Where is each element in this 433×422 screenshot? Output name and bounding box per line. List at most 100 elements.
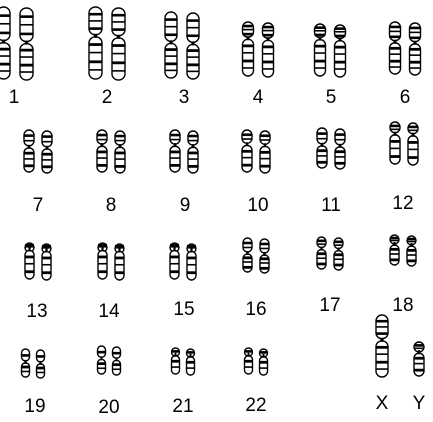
band-2-a bbox=[89, 60, 102, 63]
centromere-12-b bbox=[412, 133, 415, 137]
chromatid-p-arm-16-b bbox=[260, 239, 269, 253]
band-16-a bbox=[243, 256, 252, 259]
band-9-a bbox=[170, 164, 180, 167]
chromatid-q-arm-10-a bbox=[242, 145, 252, 172]
band-6-a bbox=[390, 31, 401, 33]
band-20-b bbox=[113, 363, 121, 366]
band-2-b bbox=[112, 14, 125, 17]
band-11-b bbox=[335, 150, 345, 153]
chromosome-pair-13 bbox=[25, 243, 51, 280]
band-1-a bbox=[0, 48, 10, 51]
band-9-a bbox=[170, 157, 180, 159]
band-y bbox=[414, 357, 424, 360]
band-13-a bbox=[25, 270, 34, 273]
band-2-b bbox=[112, 44, 125, 47]
label-chromosome-6: 6 bbox=[400, 88, 411, 107]
centromere-11-a bbox=[321, 143, 324, 147]
chromatid-p-arm-16-a bbox=[243, 238, 252, 252]
band-6-a bbox=[390, 36, 401, 39]
band-15-b bbox=[187, 271, 196, 274]
chromatid-q-arm-8-b bbox=[115, 147, 125, 173]
band-6-a bbox=[390, 26, 401, 29]
band-5-b bbox=[335, 53, 346, 55]
band-1-b bbox=[20, 71, 33, 73]
band-2-b bbox=[112, 28, 125, 31]
chromatid-q-arm-8-a bbox=[97, 146, 107, 172]
band-5-a bbox=[315, 34, 326, 37]
chromatid-p-arm-17-a bbox=[317, 237, 326, 248]
band-12-a bbox=[390, 125, 400, 128]
band-y bbox=[414, 369, 424, 372]
chromatid-p-arm-17-b bbox=[334, 238, 343, 249]
band-14-b bbox=[115, 257, 124, 260]
chromatid-q-arm-15-b bbox=[187, 251, 196, 280]
band-10-a bbox=[242, 133, 252, 136]
chromatid-q-arm-21-b bbox=[187, 357, 195, 375]
band-19-a bbox=[22, 371, 30, 373]
band-12-b bbox=[408, 130, 418, 132]
band-9-a bbox=[170, 134, 180, 137]
band-17-a bbox=[317, 243, 326, 245]
band-13-b bbox=[42, 271, 51, 274]
band-6-a bbox=[390, 53, 401, 55]
band-8-a bbox=[97, 139, 107, 141]
label-chromosome-15: 15 bbox=[173, 300, 194, 319]
band-4-b bbox=[263, 26, 274, 29]
band-6-b bbox=[410, 48, 421, 51]
band-5-b bbox=[335, 68, 346, 70]
band-15-a bbox=[170, 256, 179, 259]
band-4-a bbox=[243, 60, 254, 63]
band-16-b bbox=[260, 248, 269, 250]
centromere-14-b bbox=[118, 248, 120, 252]
band-7-b bbox=[42, 165, 52, 168]
band-20-b bbox=[113, 352, 121, 355]
band-1-a bbox=[0, 23, 10, 25]
chromosome-pair-9 bbox=[170, 130, 198, 173]
label-chromosome-2: 2 bbox=[102, 88, 113, 107]
band-12-b bbox=[408, 156, 418, 159]
centromere-13-b bbox=[45, 248, 47, 252]
chromosome-pair-2 bbox=[89, 7, 125, 80]
chromatid-q-arm-2-b bbox=[112, 38, 125, 80]
chromatid-p-arm-8-a bbox=[97, 130, 107, 144]
label-chromosome-12: 12 bbox=[392, 194, 413, 213]
band-14-a bbox=[98, 263, 107, 265]
band-20-a bbox=[98, 351, 106, 354]
band-9-a bbox=[170, 139, 180, 141]
centromere-18-a bbox=[393, 242, 395, 246]
band-17-a bbox=[317, 240, 326, 243]
band-6-b bbox=[410, 37, 421, 40]
centromere-7-b bbox=[46, 146, 49, 150]
band-9-b bbox=[188, 152, 198, 155]
centromere-5-a bbox=[319, 37, 322, 41]
centromere-22-b bbox=[263, 354, 265, 358]
band-x bbox=[376, 346, 388, 349]
label-chromosome-11: 11 bbox=[321, 196, 341, 215]
chromatid-q-arm-12-a bbox=[390, 135, 400, 164]
band-3-a bbox=[165, 62, 177, 65]
band-18-a bbox=[390, 248, 399, 251]
band-3-b bbox=[187, 56, 199, 58]
label-chromosome-22: 22 bbox=[245, 396, 266, 415]
band-3-a bbox=[165, 33, 177, 36]
chromatid-p-arm-10-a bbox=[242, 130, 252, 143]
centromere-17-a bbox=[320, 247, 322, 251]
band-8-a bbox=[97, 157, 107, 159]
band-6-b bbox=[410, 27, 421, 30]
band-2-a bbox=[89, 52, 102, 54]
band-19-a bbox=[22, 366, 30, 369]
label-chromosome-13: 13 bbox=[26, 302, 47, 321]
band-14-a bbox=[98, 270, 107, 273]
band-8-a bbox=[97, 164, 107, 167]
band-3-a bbox=[165, 55, 177, 57]
centromere-8-b bbox=[119, 144, 122, 148]
band-18-a bbox=[390, 240, 399, 242]
band-18-b bbox=[407, 254, 416, 256]
band-15-b bbox=[187, 257, 196, 260]
chromatid-q-arm-13-b bbox=[42, 251, 51, 280]
band-7-a bbox=[24, 158, 34, 160]
band-7-a bbox=[24, 140, 34, 142]
band-22-b bbox=[260, 351, 268, 354]
band-18-a bbox=[390, 253, 399, 255]
band-12-a bbox=[390, 155, 400, 158]
